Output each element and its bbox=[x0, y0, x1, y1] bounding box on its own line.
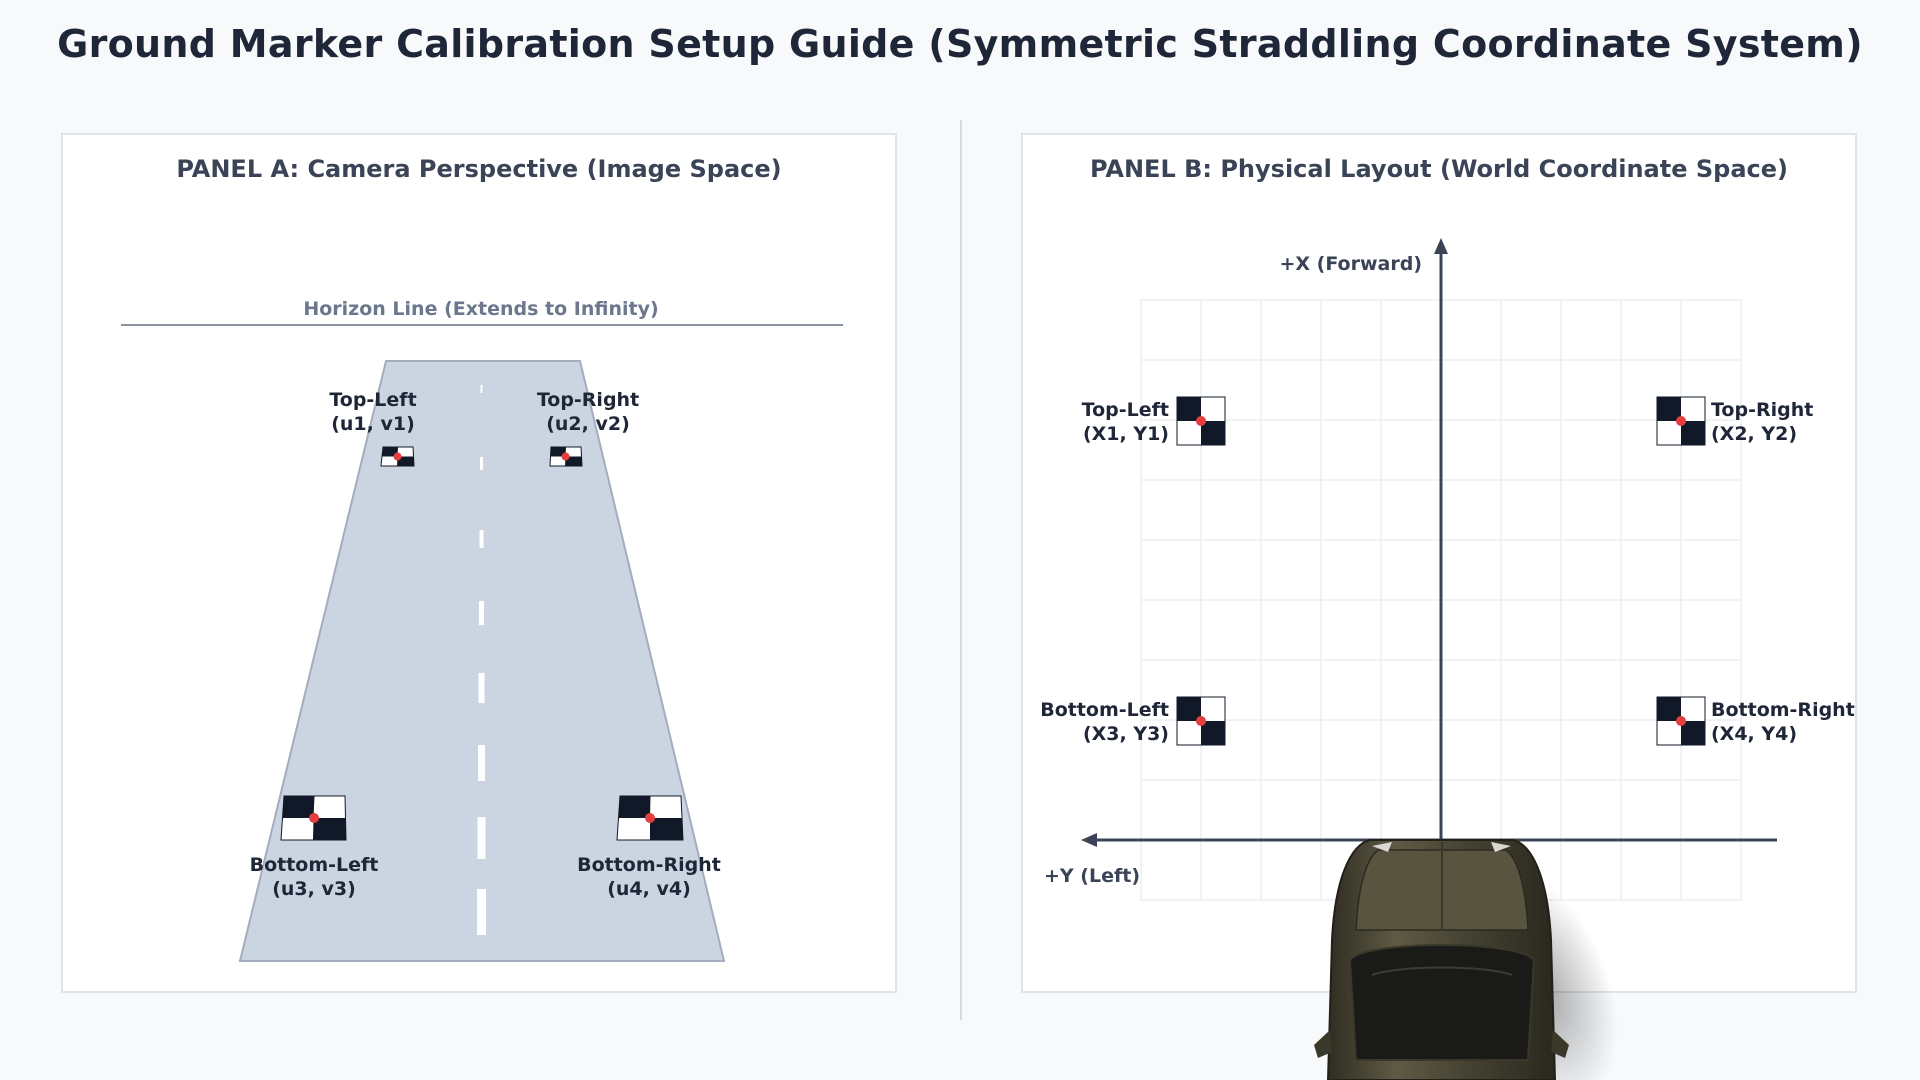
world-marker-bottom-right-name: Bottom-Right bbox=[1711, 699, 1855, 721]
image-marker-bottom-left-coord: (u3, v3) bbox=[272, 878, 356, 900]
image-marker-bottom-right-name: Bottom-Right bbox=[577, 854, 721, 876]
image-marker-bottom-right-coord: (u4, v4) bbox=[607, 878, 691, 900]
panel-a-camera-perspective: PANEL A: Camera Perspective (Image Space… bbox=[61, 133, 897, 993]
world-marker-top-left-name: Top-Left bbox=[1082, 399, 1169, 421]
image-marker-bottom-left-name: Bottom-Left bbox=[250, 854, 379, 876]
world-marker-bottom-left-name: Bottom-Left bbox=[1040, 699, 1169, 721]
image-marker-top-left-coord: (u1, v1) bbox=[331, 413, 415, 435]
world-marker-top-right bbox=[1656, 396, 1706, 446]
world-marker-bottom-left bbox=[1176, 696, 1226, 746]
world-marker-bottom-right bbox=[1656, 696, 1706, 746]
image-marker-top-right-name: Top-Right bbox=[537, 389, 639, 411]
image-marker-top-right bbox=[549, 446, 583, 467]
image-marker-bottom-left bbox=[280, 795, 347, 841]
road-surface bbox=[238, 360, 726, 962]
world-marker-top-right-name: Top-Right bbox=[1711, 399, 1813, 421]
world-marker-top-left-coord: (X1, Y1) bbox=[1083, 423, 1169, 445]
lane-center-dashes bbox=[477, 385, 486, 935]
image-marker-bottom-right bbox=[616, 795, 684, 841]
horizon-label: Horizon Line (Extends to Infinity) bbox=[303, 298, 658, 320]
x-axis-label: +X (Forward) bbox=[1279, 253, 1422, 275]
page-title: Ground Marker Calibration Setup Guide (S… bbox=[57, 22, 1863, 66]
world-marker-bottom-left-coord: (X3, Y3) bbox=[1083, 723, 1169, 745]
x-axis-arrow-icon bbox=[1434, 238, 1448, 254]
image-marker-top-left bbox=[380, 446, 415, 467]
y-axis-label: +Y (Left) bbox=[1044, 865, 1140, 887]
world-marker-top-right-coord: (X2, Y2) bbox=[1711, 423, 1797, 445]
world-marker-top-left bbox=[1176, 396, 1226, 446]
image-marker-top-left-name: Top-Left bbox=[329, 389, 416, 411]
world-marker-bottom-right-coord: (X4, Y4) bbox=[1711, 723, 1797, 745]
panel-a-title: PANEL A: Camera Perspective (Image Space… bbox=[176, 155, 782, 183]
camera-perspective-diagram: Horizon Line (Extends to Infinity) Top-L… bbox=[121, 298, 843, 962]
y-axis-arrow-icon bbox=[1081, 833, 1097, 847]
panel-b-title: PANEL B: Physical Layout (World Coordina… bbox=[1090, 155, 1788, 183]
image-marker-top-right-coord: (u2, v2) bbox=[546, 413, 630, 435]
panel-divider bbox=[960, 120, 962, 1020]
vehicle-top-view bbox=[1314, 839, 1618, 1080]
x-axis-forward bbox=[1434, 238, 1448, 840]
